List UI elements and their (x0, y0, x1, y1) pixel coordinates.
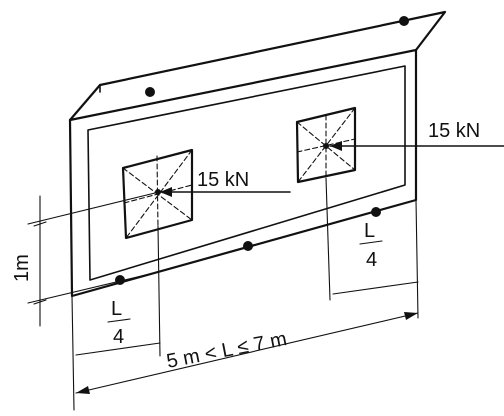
quarter-right-denominator: 4 (366, 249, 377, 271)
quarter-right-numerator: L (364, 220, 375, 242)
span-dimension (75, 312, 419, 394)
rail-post-dot-left (145, 87, 155, 97)
height-dimension (27, 192, 159, 327)
load-arrow-right (329, 141, 504, 151)
load-label-left: 15 kN (197, 169, 249, 191)
base-post-dot-1 (115, 275, 125, 285)
extension-line-left-edge (71, 295, 75, 411)
rail-post-dot-right (399, 16, 409, 26)
extension-line-left-load (157, 225, 161, 357)
span-label: 5 m < L ≤ 7 m (165, 328, 289, 373)
quarter-left-denominator: 4 (113, 326, 124, 348)
extension-line-right-edge (415, 199, 419, 319)
load-arrow-left (159, 187, 291, 197)
load-area-left (121, 148, 194, 240)
load-label-right: 15 kN (428, 120, 480, 142)
base-post-dot-2 (243, 241, 253, 251)
panel-inner (87, 65, 406, 281)
load-area-right (295, 106, 357, 184)
quarter-left-numerator: L (111, 298, 122, 320)
base-post-dot-3 (371, 207, 381, 217)
quarter-dimension-left (75, 318, 161, 356)
top-rail (68, 10, 447, 122)
height-label: 1m (11, 254, 33, 282)
extension-line-right-load (325, 177, 331, 301)
quarter-dimension-right (332, 240, 419, 295)
